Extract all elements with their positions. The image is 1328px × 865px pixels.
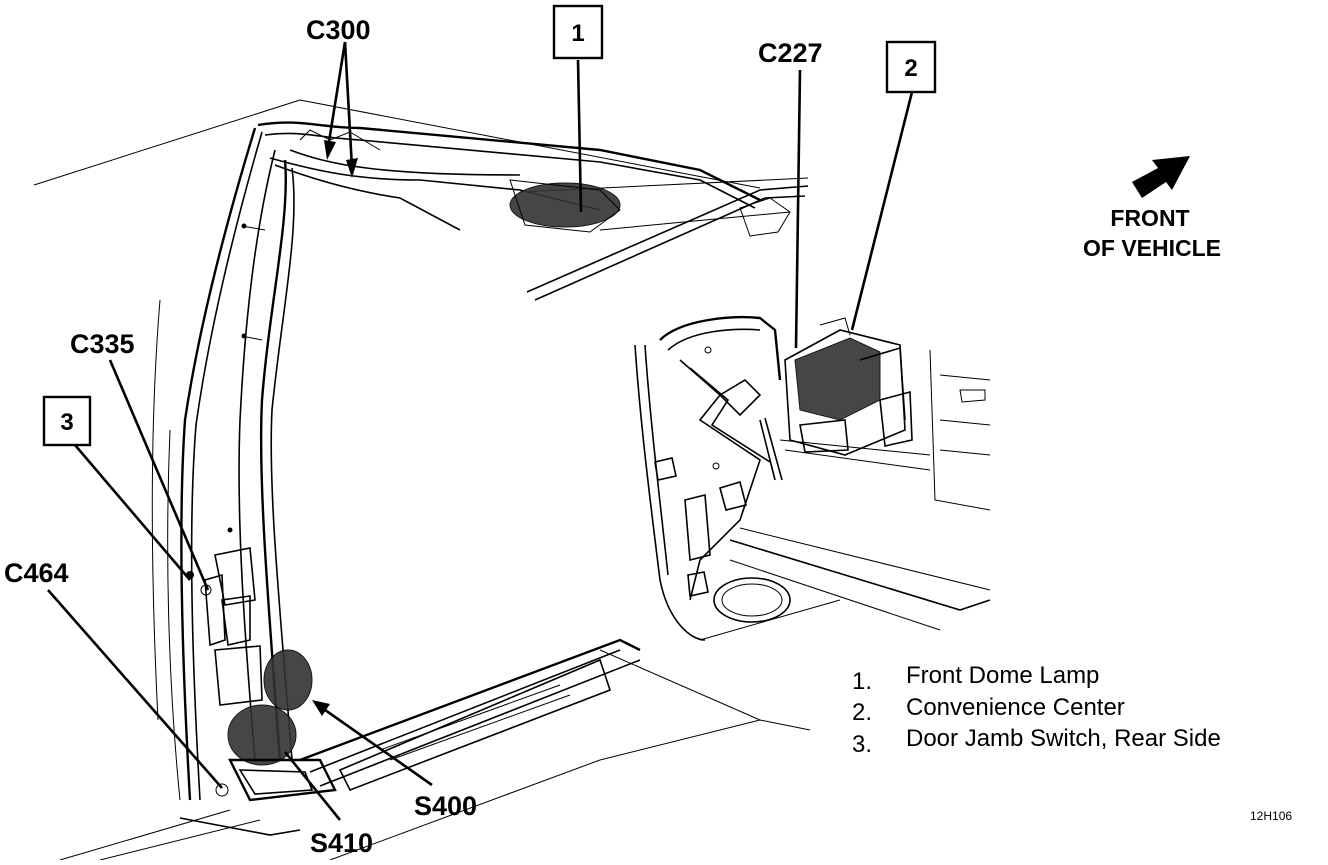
- leader-box3: [74, 444, 191, 581]
- numbered-box-3: 3: [42, 395, 92, 447]
- callout-c300: C300: [306, 15, 371, 45]
- callout-c464: C464: [4, 558, 69, 588]
- legend-label-1: Front Dome Lamp: [906, 662, 1099, 689]
- orientation-indicator: FRONT OF VEHICLE: [1083, 156, 1221, 261]
- legend: 1. Front Dome Lamp 2. Convenience Center…: [852, 662, 1221, 758]
- legend-num-1: 1.: [852, 668, 872, 695]
- box-1-number: 1: [571, 20, 584, 47]
- leader-c227: [794, 69, 802, 349]
- callout-c227: C227: [758, 38, 823, 68]
- vehicle-body-illustration: [33, 99, 991, 861]
- numbered-box-1: 1: [552, 4, 604, 60]
- box-3-number: 3: [60, 409, 73, 436]
- legend-label-3: Door Jamb Switch, Rear Side: [906, 725, 1221, 752]
- leader-c335: [108, 359, 210, 591]
- arrow-icon: [1132, 156, 1190, 198]
- figure-id: 12H106: [1250, 809, 1292, 823]
- leader-lines: [47, 41, 914, 821]
- orientation-line-2: OF VEHICLE: [1083, 235, 1221, 261]
- leader-c464: [47, 589, 223, 789]
- legend-num-2: 2.: [852, 699, 872, 726]
- leader-c300-a: [326, 41, 347, 149]
- orientation-line-1: FRONT: [1110, 205, 1189, 231]
- leader-c300-b: [343, 41, 354, 169]
- numbered-box-2: 2: [885, 40, 937, 94]
- legend-num-3: 3.: [852, 731, 872, 758]
- callout-c335: C335: [70, 329, 135, 359]
- callout-s400: S400: [414, 791, 477, 821]
- leader-box1: [576, 59, 583, 213]
- box-2-number: 2: [904, 55, 917, 82]
- callout-labels: C300 C227 C335 C464 S400 S410: [4, 15, 823, 858]
- callout-s410: S410: [310, 828, 373, 858]
- leader-s410: [283, 751, 342, 821]
- leader-box2: [850, 91, 914, 331]
- leader-s400: [317, 703, 433, 787]
- legend-label-2: Convenience Center: [906, 694, 1125, 721]
